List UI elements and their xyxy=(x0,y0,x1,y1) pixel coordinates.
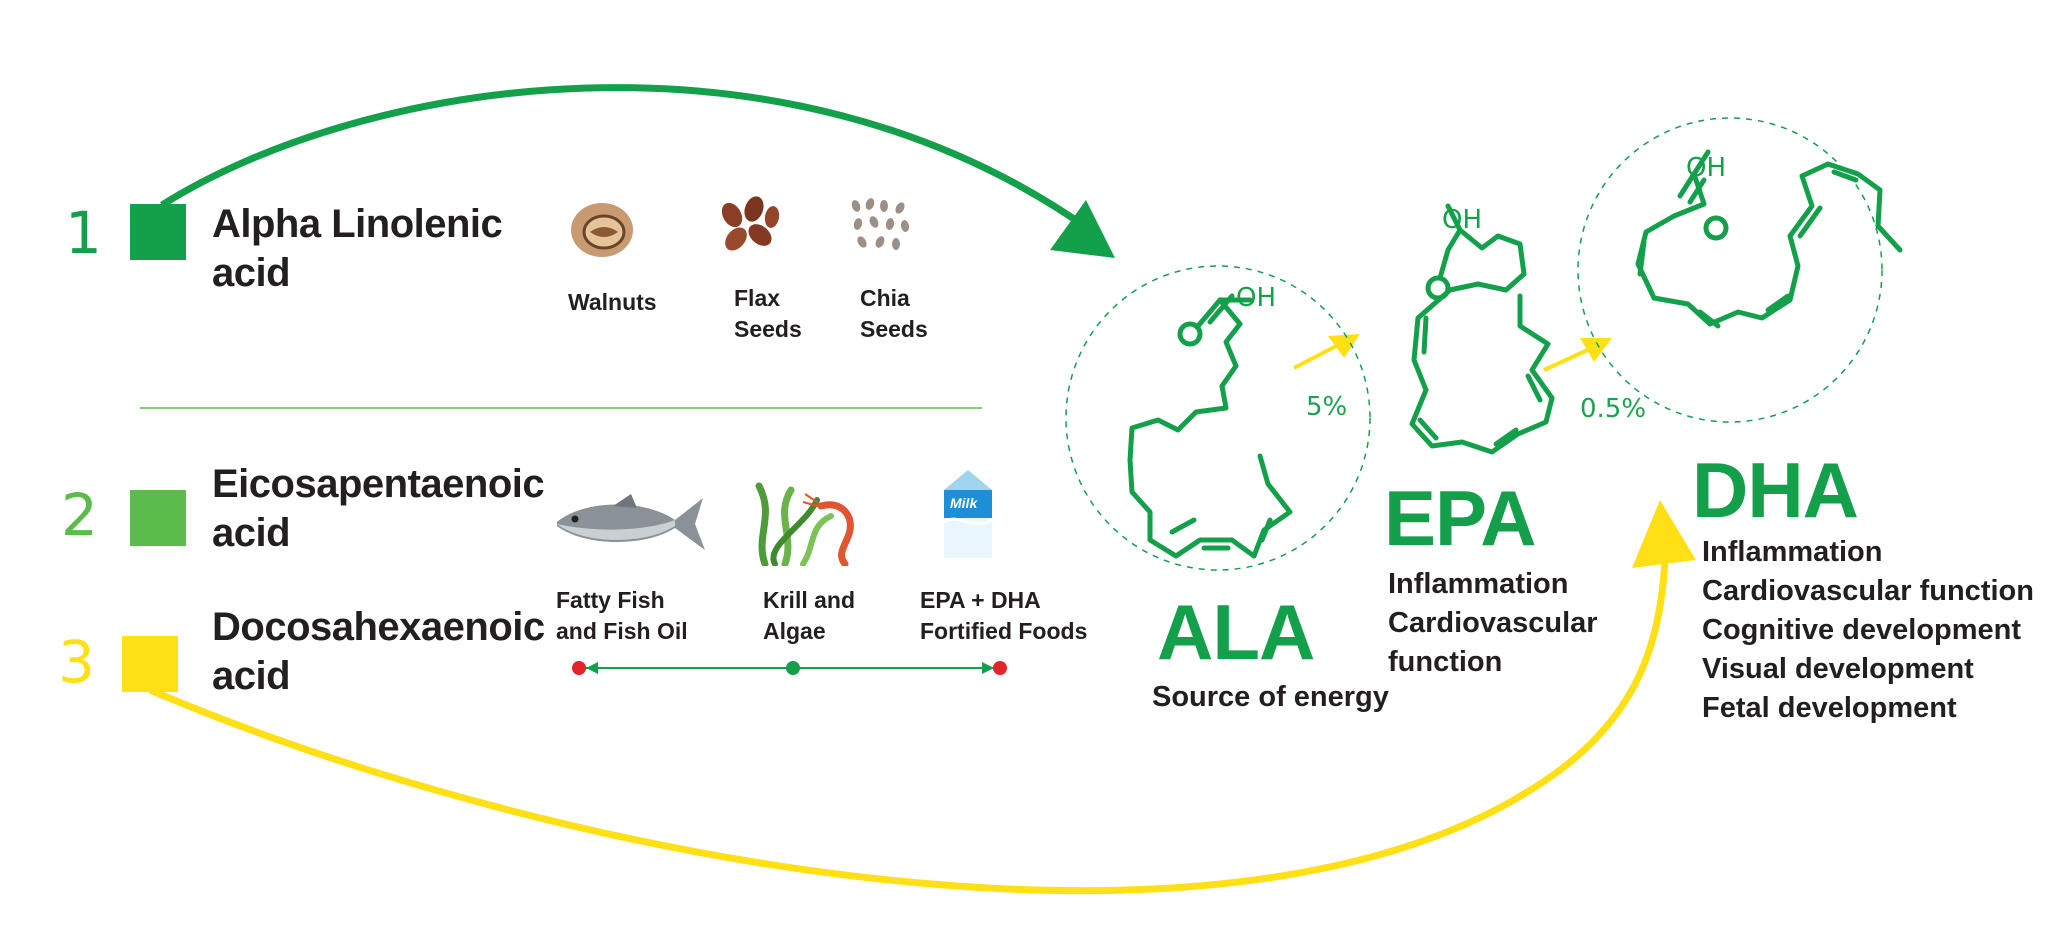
scale-right-dot xyxy=(993,661,1007,675)
yellow-arrow xyxy=(148,559,1669,895)
acid-name-line2: acid xyxy=(212,251,291,295)
acid-name-dha: Docosahexaenoic acid xyxy=(212,603,545,701)
benefit-item: Fetal development xyxy=(1702,692,1957,724)
epa-benefits: Inflammation Cardiovascular function xyxy=(1388,565,1598,682)
source-number-3: 3 xyxy=(58,628,95,696)
acid-name-line1: Eicosapentaenoic xyxy=(212,462,545,506)
food-label-walnuts: Walnuts xyxy=(568,287,657,318)
food-label-line1: Chia xyxy=(860,285,910,311)
food-label-line1: Krill and xyxy=(763,587,856,613)
green-arrow xyxy=(160,84,1093,233)
ala-structure xyxy=(1127,293,1293,559)
acid-name-line1: Alpha Linolenic xyxy=(212,202,503,246)
acid-name-ala: Alpha Linolenic acid xyxy=(212,200,503,298)
green-arrowhead xyxy=(1050,200,1115,258)
benefit-item: function xyxy=(1388,646,1503,678)
ala-to-epa-percent: 5% xyxy=(1306,392,1348,422)
dha-abbreviation: DHA xyxy=(1692,446,1859,534)
fish-icon xyxy=(557,494,705,550)
scale-left-arrowhead xyxy=(586,662,598,674)
benefit-item: Inflammation xyxy=(1702,536,1883,568)
benefit-item: Visual development xyxy=(1702,653,1974,685)
milk-label: Milk xyxy=(950,495,978,511)
ala-abbreviation: ALA xyxy=(1157,588,1315,676)
milk-carton-icon: Milk xyxy=(943,470,993,558)
epa-abbreviation: EPA xyxy=(1384,474,1537,562)
food-label-line1: Flax xyxy=(734,285,781,311)
benefit-item: Cognitive development xyxy=(1702,614,2022,646)
scale-right-arrowhead xyxy=(982,662,994,674)
food-label-fortified-foods: EPA + DHA Fortified Foods xyxy=(920,585,1087,647)
scale-mid-dot xyxy=(786,661,800,675)
food-label-line1: EPA + DHA xyxy=(920,587,1041,613)
dha-dashed-circle xyxy=(1577,117,1883,423)
epa-structure xyxy=(1409,203,1555,455)
food-label-line2: Algae xyxy=(763,618,826,644)
benefit-item: Cardiovascular xyxy=(1388,607,1598,639)
color-swatch-dha xyxy=(122,636,178,692)
food-label-chia-seeds: Chia Seeds xyxy=(860,283,928,345)
dha-benefits: Inflammation Cardiovascular function Cog… xyxy=(1702,533,2034,728)
food-label-line2: and Fish Oil xyxy=(556,618,688,644)
ala-benefits: Source of energy xyxy=(1152,678,1389,717)
epa-to-dha-percent: 0.5% xyxy=(1580,394,1647,424)
ala-to-epa-arrow xyxy=(1293,342,1341,370)
dha-hydroxyl-label: OH xyxy=(1686,153,1726,183)
benefit-item: Inflammation xyxy=(1388,568,1569,600)
food-label-line1: Fatty Fish xyxy=(556,587,665,613)
food-label-line1: Walnuts xyxy=(568,289,657,315)
ala-hydroxyl-label: OH xyxy=(1236,283,1276,313)
benefit-item: Source of energy xyxy=(1152,681,1389,713)
color-swatch-epa xyxy=(130,490,186,546)
ala-dashed-circle xyxy=(1065,265,1371,571)
source-number-1: 1 xyxy=(65,199,102,267)
acid-name-epa: Eicosapentaenoic acid xyxy=(212,460,545,558)
krill-algae-icon xyxy=(755,482,854,566)
food-label-krill-algae: Krill and Algae xyxy=(763,585,855,647)
food-label-line2: Seeds xyxy=(734,316,802,342)
epa-hydroxyl-label: OH xyxy=(1442,205,1482,235)
dha-structure xyxy=(1635,149,1903,329)
benefit-item: Cardiovascular function xyxy=(1702,575,2034,607)
source-number-2: 2 xyxy=(61,481,98,549)
walnut-icon xyxy=(571,203,633,257)
epa-to-dha-arrow xyxy=(1543,346,1593,372)
color-swatch-ala xyxy=(130,204,186,260)
flax-seeds-icon xyxy=(721,196,780,251)
food-label-flax-seeds: Flax Seeds xyxy=(734,283,802,345)
acid-name-line2: acid xyxy=(212,654,291,698)
acid-name-line1: Docosahexaenoic xyxy=(212,605,545,649)
chia-seeds-icon xyxy=(851,198,910,250)
scale-left-dot xyxy=(572,661,586,675)
food-label-fatty-fish: Fatty Fish and Fish Oil xyxy=(556,585,688,647)
yellow-arrowhead xyxy=(1632,500,1696,568)
acid-name-line2: acid xyxy=(212,511,291,555)
food-label-line2: Fortified Foods xyxy=(920,618,1088,644)
food-label-line2: Seeds xyxy=(860,316,928,342)
